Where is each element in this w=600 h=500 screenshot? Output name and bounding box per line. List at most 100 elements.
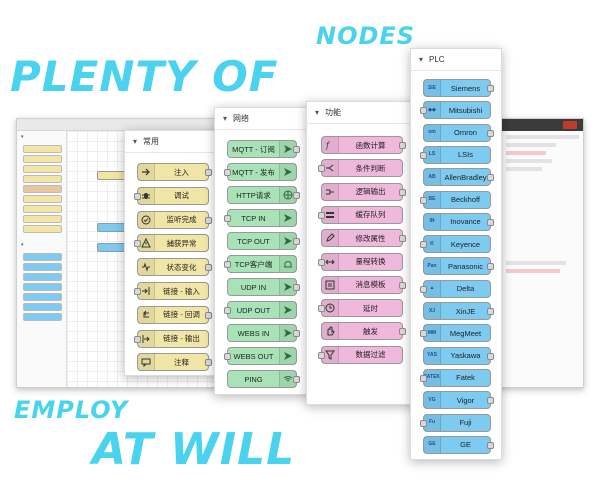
node-port[interactable] xyxy=(399,235,406,243)
node-port[interactable] xyxy=(420,374,427,382)
panel-header-network[interactable]: ▾ 网络 xyxy=(215,108,309,130)
link-in-icon xyxy=(138,283,155,299)
node-port[interactable] xyxy=(318,211,325,219)
node-port[interactable] xyxy=(224,215,231,222)
node-port[interactable] xyxy=(487,85,494,92)
node-port[interactable] xyxy=(205,264,212,272)
palette-node-common-4[interactable]: 状态变化 xyxy=(137,258,212,277)
node-port[interactable] xyxy=(224,307,231,314)
panel-header-function[interactable]: ▾ 功能 xyxy=(307,102,417,124)
palette-node-network-8[interactable]: WEBS IN xyxy=(227,324,300,342)
palette-node-common-3[interactable]: 捕获异常 xyxy=(134,234,209,253)
node-port[interactable] xyxy=(399,188,406,196)
node-port[interactable] xyxy=(205,169,212,176)
palette-node-common-0[interactable]: 注入 xyxy=(137,163,212,181)
node-port[interactable] xyxy=(420,419,427,427)
node-port[interactable] xyxy=(224,353,231,360)
palette-node-common-6[interactable]: 链接 - 回调 xyxy=(137,305,212,324)
palette-node-network-10[interactable]: PING xyxy=(227,370,300,388)
palette-node-network-6[interactable]: UDP IN xyxy=(227,278,300,296)
palette-node-function-8[interactable]: 触发 xyxy=(321,322,406,341)
palette-node-network-5[interactable]: TCP客户端 xyxy=(224,255,297,273)
palette-node-common-1[interactable]: 调试 xyxy=(134,186,209,205)
node-port[interactable] xyxy=(293,376,300,383)
palette-node-function-6[interactable]: 消息模板 xyxy=(321,275,406,294)
wifi-icon xyxy=(279,371,296,387)
palette-node-network-0[interactable]: MQTT - 订阅 xyxy=(227,140,300,158)
node-port[interactable] xyxy=(420,330,427,338)
node-port[interactable] xyxy=(487,352,494,360)
node-port[interactable] xyxy=(318,258,325,266)
node-port[interactable] xyxy=(487,397,494,405)
palette-node-function-3[interactable]: 缓存队列 xyxy=(318,205,403,224)
node-port[interactable] xyxy=(134,335,141,343)
palette-node-common-7[interactable]: 链接 - 输出 xyxy=(134,329,209,348)
node-port[interactable] xyxy=(293,284,300,291)
palette-node-function-7[interactable]: 延时 xyxy=(318,299,403,318)
node-port[interactable] xyxy=(134,240,141,248)
node-port[interactable] xyxy=(293,146,300,153)
node-port[interactable] xyxy=(399,328,406,336)
palette-node-network-2[interactable]: HTTP请求 xyxy=(227,186,300,204)
node-port[interactable] xyxy=(487,129,494,137)
palette-node-function-5[interactable]: 量程转换 xyxy=(318,252,403,271)
node-port[interactable] xyxy=(487,218,494,226)
node-port[interactable] xyxy=(487,308,494,315)
node-port[interactable] xyxy=(293,330,300,337)
node-port[interactable] xyxy=(134,288,141,295)
palette-node-plc-9[interactable]: ▲Delta xyxy=(420,279,491,298)
node-port[interactable] xyxy=(399,281,406,289)
palette-node-common-5[interactable]: 链接 - 输入 xyxy=(134,282,209,300)
node-port[interactable] xyxy=(224,169,231,176)
node-port[interactable] xyxy=(134,192,141,200)
node-port[interactable] xyxy=(318,165,325,173)
palette-node-network-3[interactable]: TCP IN xyxy=(224,209,297,227)
palette-node-function-9[interactable]: 数据过滤 xyxy=(318,345,403,364)
palette-node-network-1[interactable]: MQTT - 发布 xyxy=(224,163,297,181)
node-port[interactable] xyxy=(224,261,231,268)
palette-node-function-4[interactable]: 修改属性 xyxy=(321,229,406,248)
node-port[interactable] xyxy=(399,142,406,149)
node-port[interactable] xyxy=(420,107,427,115)
node-port[interactable] xyxy=(487,263,494,271)
node-port[interactable] xyxy=(420,196,427,204)
palette-node-network-9[interactable]: WEBS OUT xyxy=(224,347,297,365)
palette-node-network-4[interactable]: TCP OUT xyxy=(227,232,300,250)
palette-node-common-8[interactable]: 注释 xyxy=(137,353,212,372)
node-port[interactable] xyxy=(293,238,300,245)
palette-node-network-7[interactable]: UDP OUT xyxy=(224,301,297,319)
palette-node-common-2[interactable]: 监听完成 xyxy=(137,210,212,229)
panel-header-plc[interactable]: ▾ PLC xyxy=(411,49,501,71)
node-port[interactable] xyxy=(318,305,325,313)
node-port[interactable] xyxy=(205,311,212,319)
node-port[interactable] xyxy=(487,174,494,182)
node-port[interactable] xyxy=(487,441,494,449)
node-port[interactable] xyxy=(420,241,427,249)
node-port[interactable] xyxy=(293,192,300,199)
palette-node-function-1[interactable]: 条件判断 xyxy=(318,159,403,178)
node-port[interactable] xyxy=(420,151,427,159)
palette-node-plc-1[interactable]: ◆◆Mitsubishi xyxy=(420,101,491,120)
node-port[interactable] xyxy=(205,216,212,224)
panel-header-common[interactable]: ▾ 常用 xyxy=(125,131,223,153)
node-port[interactable] xyxy=(420,285,427,293)
palette-node-function-2[interactable]: 逻辑输出 xyxy=(321,182,406,201)
node-port[interactable] xyxy=(318,351,325,359)
node-port[interactable] xyxy=(205,359,212,367)
